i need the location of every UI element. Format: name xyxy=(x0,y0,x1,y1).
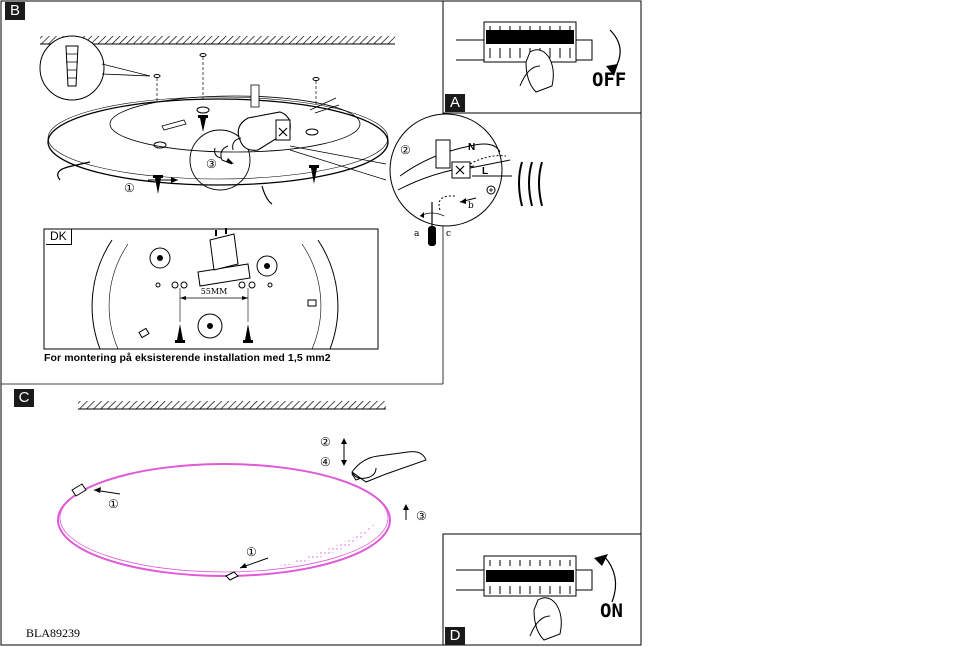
step-arrows-c xyxy=(93,438,409,569)
wire-b-label: b xyxy=(468,201,474,211)
wiring-callout xyxy=(289,113,546,246)
switch-off-label: OFF xyxy=(592,69,627,91)
panel-a-letter: A xyxy=(445,94,465,112)
step-3-label-b: ③ xyxy=(206,157,217,171)
step-2-label-c: ② xyxy=(320,435,331,449)
lamp-shade-ring xyxy=(57,463,391,581)
wire-live-label: L xyxy=(482,166,488,177)
lamp-socket xyxy=(214,111,291,165)
panel-b-letter: B xyxy=(5,2,25,20)
screws xyxy=(153,115,319,194)
panel-d-letter: D xyxy=(445,627,465,645)
wall-plug-callout xyxy=(39,35,151,101)
dk-base-plate xyxy=(91,228,339,350)
step-1-label-c-bottom: ① xyxy=(246,545,257,559)
screwdriver-c-label: c xyxy=(446,229,451,239)
panel-a-frame xyxy=(442,0,642,114)
fuse-box-on xyxy=(456,554,617,641)
fuse-box-off xyxy=(456,21,621,93)
lamp-base-plate xyxy=(47,84,389,205)
step-1-label-b: ① xyxy=(124,181,135,195)
step-3-label-c: ③ xyxy=(416,509,427,523)
ceiling-hatch-c xyxy=(78,401,386,410)
dk-detail-frame xyxy=(43,228,379,350)
hand-c xyxy=(351,451,427,483)
dk-dimension: 55MM xyxy=(201,287,228,296)
screwdriver-a-label: a xyxy=(414,229,420,239)
wire-neutral-label: N xyxy=(468,142,475,153)
document-code: BLA89239 xyxy=(26,626,80,640)
dk-caption: For montering på eksisterende installati… xyxy=(44,352,331,364)
dk-tag: DK xyxy=(46,229,72,245)
switch-on-label: ON xyxy=(600,600,623,622)
step-2-label-b: ② xyxy=(400,143,411,157)
step-1-arrow xyxy=(148,177,178,183)
step-4-label-c: ④ xyxy=(320,455,331,469)
ceiling-hatch-b xyxy=(40,36,395,45)
step-1-label-c-left: ① xyxy=(108,497,119,511)
page-frame xyxy=(0,0,642,646)
panel-c-letter: C xyxy=(14,389,34,407)
panel-d-frame xyxy=(442,533,642,646)
